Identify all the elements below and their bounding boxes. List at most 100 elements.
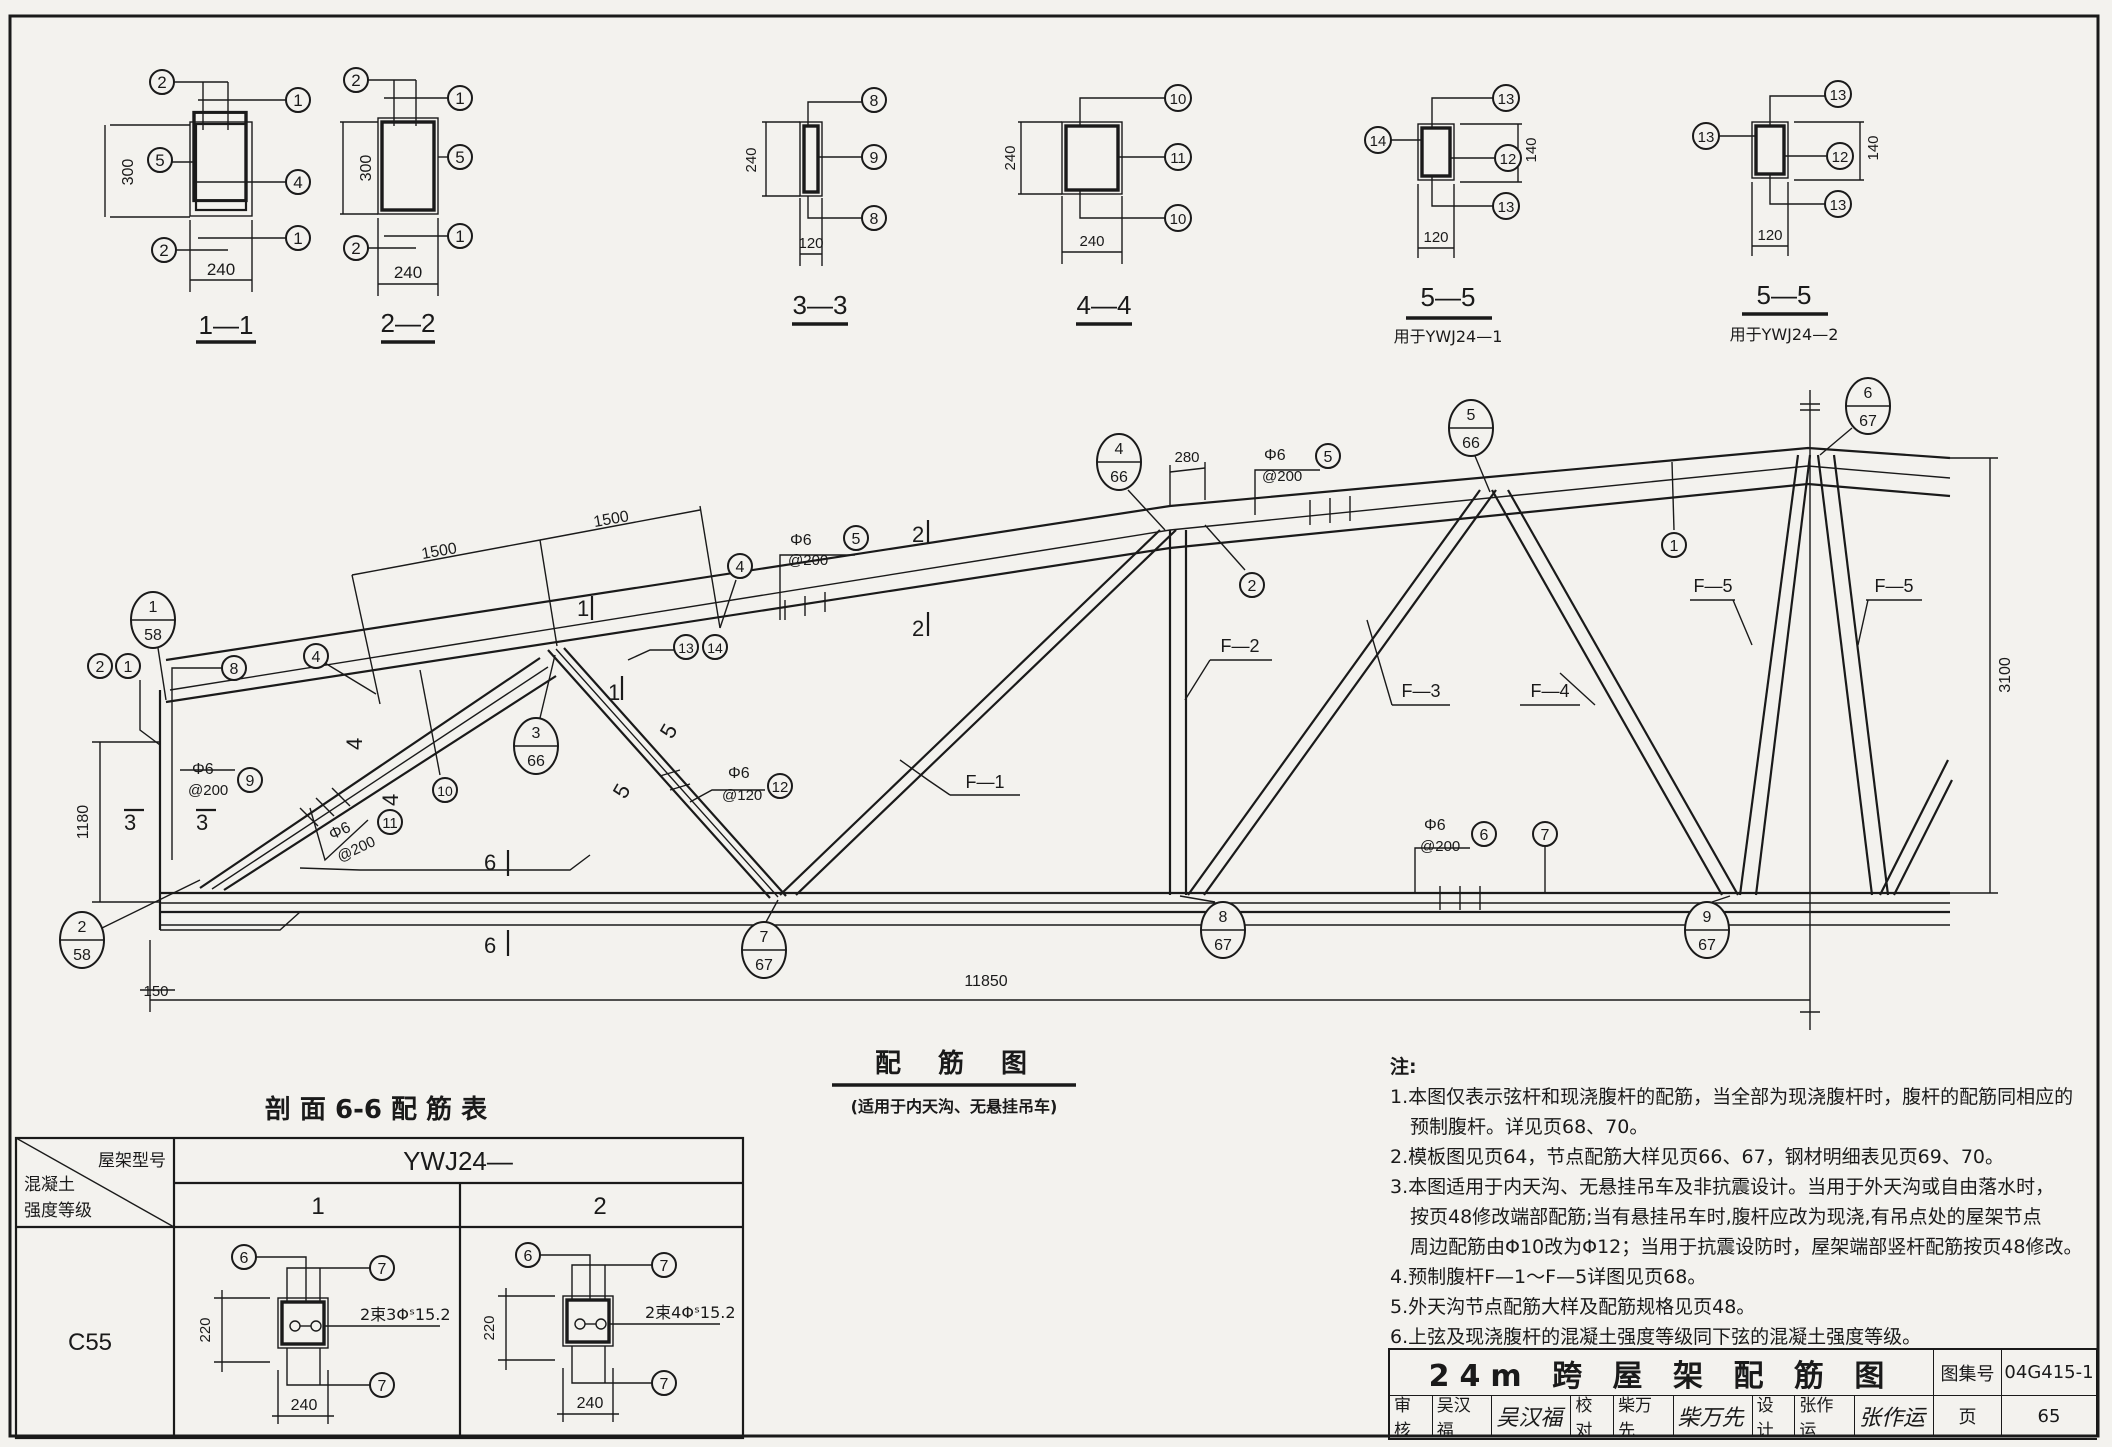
page-number: 65 [2002, 1396, 2097, 1436]
svg-text:220: 220 [197, 1317, 214, 1342]
svg-text:66: 66 [1110, 469, 1128, 486]
drawing-title: 24m 跨 屋 架 配 筋 图 [1390, 1350, 1934, 1396]
note-1-line-2: 预制腹杆。详见页68、70。 [1410, 1116, 1649, 1138]
dimension-1500-a: 1500 [351, 539, 558, 705]
svg-text:67: 67 [755, 957, 773, 974]
detail-ref-6-67: 667 [1819, 377, 1891, 456]
dimension-1180: 1180 [75, 741, 160, 903]
svg-text:240: 240 [1079, 233, 1104, 250]
svg-text:1: 1 [293, 229, 302, 248]
svg-text:2束3Φˢ15.2: 2束3Φˢ15.2 [360, 1305, 451, 1324]
svg-text:2: 2 [351, 239, 360, 258]
svg-text:6: 6 [1480, 827, 1489, 844]
member-f5-left: F—5 [1693, 576, 1732, 596]
svg-text:2: 2 [912, 616, 924, 641]
svg-text:140: 140 [1865, 135, 1882, 160]
svg-text:5: 5 [852, 531, 861, 548]
note-5: 5.外天沟节点配筋大样及配筋规格见页48。 [1390, 1296, 1756, 1318]
section-note-ywj24-1: 用于YWJ24—1 [1394, 327, 1503, 346]
note-3-line-1: 3.本图适用于内天沟、无悬挂吊车及非抗震设计。当用于外天沟或自由落水时， [1390, 1176, 2055, 1198]
detail-ref-8-67: 867 [1179, 895, 1246, 959]
note-4: 4.预制腹杆F—1～F—5详图见页68。 [1390, 1266, 1707, 1288]
review-name: 吴汉福 [1433, 1396, 1493, 1441]
svg-text:10: 10 [437, 783, 453, 799]
member-labels: F—1 F—2 F—3 F—4 F—5 F—5 [899, 576, 1922, 796]
svg-text:58: 58 [144, 627, 162, 644]
member-f5-right: F—5 [1874, 576, 1913, 596]
section-label-5-5a: 5—5 [1421, 282, 1476, 312]
svg-text:Φ6: Φ6 [1264, 447, 1286, 464]
section-label-2-2: 2—2 [381, 308, 436, 338]
top-chord-top-edge [165, 446, 1951, 662]
svg-text:4: 4 [312, 649, 321, 666]
svg-text:240: 240 [394, 263, 422, 282]
notes-title: 注: [1390, 1056, 1417, 1078]
detail-ref-1-58: 158 [130, 591, 176, 701]
detail-ref-7-67: 7 67 [741, 899, 787, 979]
svg-text:5: 5 [455, 148, 464, 167]
svg-text:5: 5 [1324, 449, 1333, 466]
svg-text:14: 14 [1370, 133, 1387, 150]
section-label-4-4: 4—4 [1077, 290, 1132, 320]
svg-text:4: 4 [378, 794, 403, 806]
note-2: 2.模板图见页64，节点配筋大样见页66、67，钢材明细表见页69、70。 [1390, 1146, 2005, 1168]
check-name: 柴万先 [1614, 1396, 1674, 1441]
svg-text:7: 7 [1541, 827, 1550, 844]
note-1-line-1: 1.本图仅表示弦杆和现浇腹杆的配筋，当全部为现浇腹杆时，腹杆的配筋同相应的 [1390, 1086, 2074, 1108]
svg-text:66: 66 [1462, 435, 1480, 452]
truss-elevation: 1500 1500 280 1180 3100 11850 150 [59, 377, 2014, 1030]
svg-text:220: 220 [481, 1315, 498, 1340]
section-5-5-ywj24-1: 140 120 13 14 12 13 5—5 用于YWJ24—1 [1364, 84, 1540, 346]
table-model: YWJ24— [403, 1146, 513, 1176]
svg-text:(适用于内天沟、无悬挂吊车): (适用于内天沟、无悬挂吊车) [851, 1097, 1058, 1116]
design-label: 设计 [1753, 1396, 1796, 1441]
svg-text:@200: @200 [1420, 838, 1460, 855]
svg-text:1500: 1500 [592, 508, 630, 531]
svg-text:240: 240 [1002, 145, 1019, 170]
svg-text:12: 12 [1832, 149, 1849, 166]
svg-text:300: 300 [358, 155, 375, 182]
svg-text:3100: 3100 [1997, 657, 2014, 693]
svg-text:Φ6: Φ6 [728, 765, 750, 782]
check-label: 校对 [1571, 1396, 1615, 1441]
svg-text:7: 7 [378, 1378, 387, 1395]
svg-text:9: 9 [246, 773, 255, 790]
svg-text:Φ6: Φ6 [327, 819, 354, 844]
sheet-border [8, 14, 2100, 1438]
svg-text:2: 2 [78, 919, 87, 936]
detail-ref-3-66: 366 [513, 654, 559, 775]
check-signature: 柴万先 [1674, 1396, 1753, 1436]
svg-text:13: 13 [1830, 87, 1847, 104]
svg-text:1: 1 [1670, 538, 1679, 555]
svg-text:7: 7 [378, 1261, 387, 1278]
svg-text:@200: @200 [188, 782, 228, 799]
svg-text:11: 11 [1170, 150, 1186, 167]
table-grade: C55 [68, 1329, 112, 1356]
svg-text:4: 4 [736, 559, 745, 576]
svg-text:2: 2 [351, 71, 360, 90]
svg-text:2: 2 [159, 241, 168, 260]
svg-text:6: 6 [1864, 385, 1873, 402]
section-note-ywj24-2: 用于YWJ24—2 [1730, 325, 1839, 344]
detail-ref-9-67: 967 [1684, 895, 1731, 959]
svg-text:1: 1 [608, 680, 620, 705]
svg-text:8: 8 [1219, 909, 1228, 926]
dimension-280: 280 [1169, 449, 1206, 505]
svg-text:11: 11 [382, 815, 398, 832]
svg-text:13: 13 [1830, 197, 1847, 214]
svg-text:7: 7 [660, 1376, 669, 1393]
table-title: 剖 面 6-6 配 筋 表 [265, 1094, 488, 1125]
atlas-label: 图集号 [1934, 1350, 2002, 1396]
member-f4: F—4 [1530, 681, 1569, 701]
table-cell-ywj24-2: 2束4Φˢ15.2 220 240 6 7 7 [481, 1242, 736, 1422]
section-5-5-ywj24-2: 140 120 13 13 12 13 5—5 用于YWJ24—2 [1692, 80, 1882, 344]
svg-text:7: 7 [760, 929, 769, 946]
svg-text:4: 4 [342, 738, 367, 750]
svg-text:7: 7 [660, 1258, 669, 1275]
svg-text:13: 13 [1498, 199, 1515, 216]
svg-text:2: 2 [96, 659, 105, 676]
member-f1: F—1 [965, 772, 1004, 792]
svg-text:5: 5 [655, 719, 683, 742]
member-f3: F—3 [1401, 681, 1440, 701]
